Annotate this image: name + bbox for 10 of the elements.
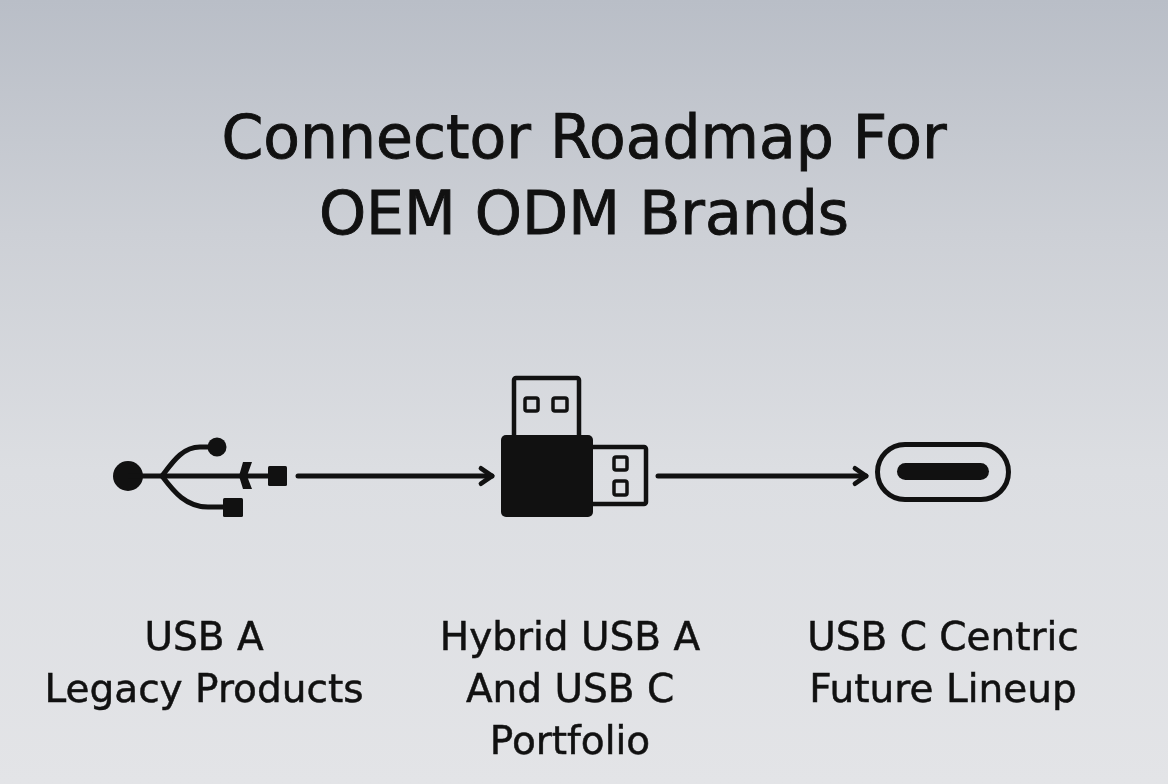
usb-adapter-icon: [500, 375, 650, 518]
arrow: [295, 466, 495, 486]
arrow: [655, 466, 869, 486]
diagram-title: Connector Roadmap For OEM ODM Brands: [220, 101, 948, 250]
node-label: USB C Centric Future Lineup: [806, 613, 1080, 713]
node-label: Hybrid USB A And USB C Portfolio: [438, 613, 702, 765]
node-label: USB A: [143, 613, 265, 661]
usb-symbol-icon: [112, 436, 290, 518]
usb-c-port-icon: [874, 441, 1012, 503]
node-label: Legacy Products: [43, 665, 365, 713]
